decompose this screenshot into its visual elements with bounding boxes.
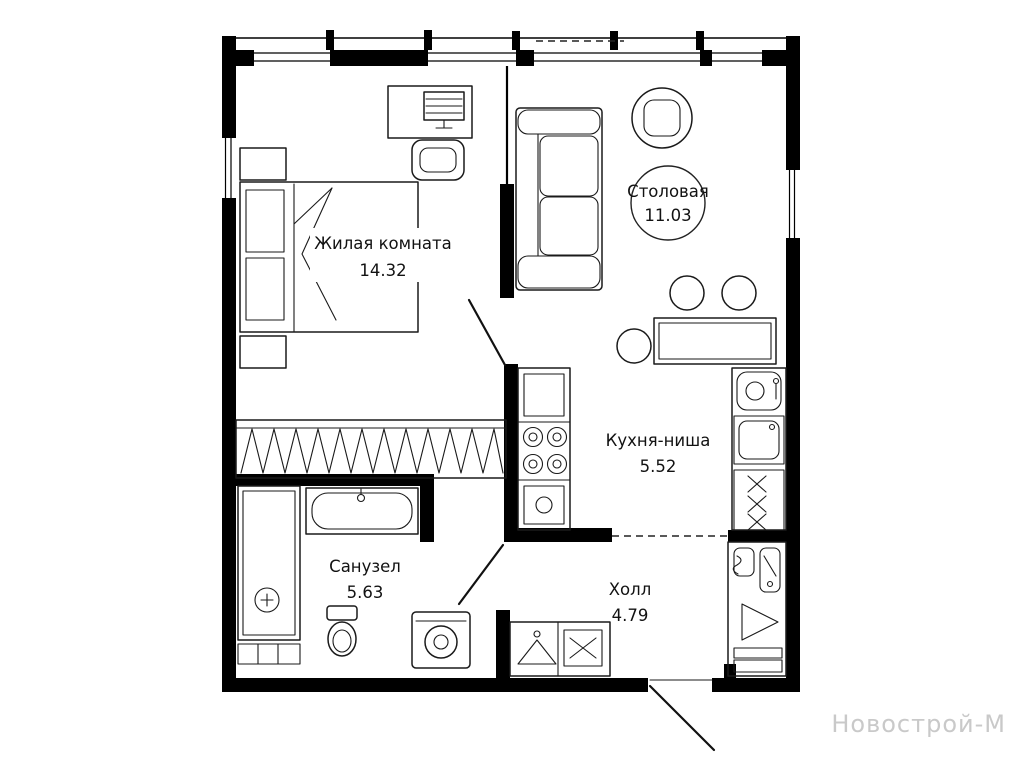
windows: [222, 52, 800, 238]
washbasin-cabinet: [733, 415, 785, 465]
desk: [387, 85, 473, 139]
living-room-label: Жилая комната: [314, 234, 451, 253]
shower-cabinet: [237, 485, 301, 665]
nightstand-bottom: [239, 335, 287, 369]
kitchen-label: Кухня-ниша: [606, 431, 711, 450]
bathroom-area: 5.63: [347, 583, 384, 602]
hall-area: 4.79: [612, 606, 649, 625]
dining-room-area-circle: [630, 165, 706, 241]
entry-closet: [727, 541, 787, 677]
armchair: [631, 87, 693, 149]
stove-burners: [522, 426, 568, 475]
living-room-door-leaf: [467, 298, 507, 367]
window-mullion-ticks: [326, 30, 704, 50]
bathroom-label: Санузел: [329, 557, 401, 576]
desk-chair: [411, 139, 465, 181]
entrance-door-leaf: [648, 684, 716, 752]
nightstand-top: [239, 147, 287, 181]
kitchen-counter-left: [517, 367, 571, 531]
room-labels: Жилая комната 14.32 Столовая 11.03 Кухня…: [310, 165, 711, 625]
hall-label: Холл: [609, 580, 652, 599]
wardrobe-hanging-rail: [235, 419, 507, 479]
appliance-cabinet: [733, 469, 785, 531]
toilet: [326, 605, 358, 657]
doors: [457, 298, 716, 752]
dining-room-area: 11.03: [644, 206, 691, 225]
bathroom-door-leaf: [457, 543, 505, 606]
living-room-area: 14.32: [359, 261, 406, 280]
bathtub: [305, 487, 419, 535]
interior-walls: [230, 66, 786, 678]
oven: [523, 485, 565, 525]
kitchen-area: 5.52: [640, 457, 677, 476]
dining-room-label: Столовая: [627, 182, 709, 201]
developer-watermark: Новострой-М: [831, 710, 1006, 738]
dining-table: [653, 317, 777, 365]
sofa: [515, 107, 603, 291]
dining-chairs: [616, 275, 757, 364]
washing-machine: [411, 611, 471, 669]
kitchen-sink: [736, 371, 782, 411]
living-room-label-backing: [310, 228, 456, 282]
hall-wardrobe: [509, 621, 611, 677]
